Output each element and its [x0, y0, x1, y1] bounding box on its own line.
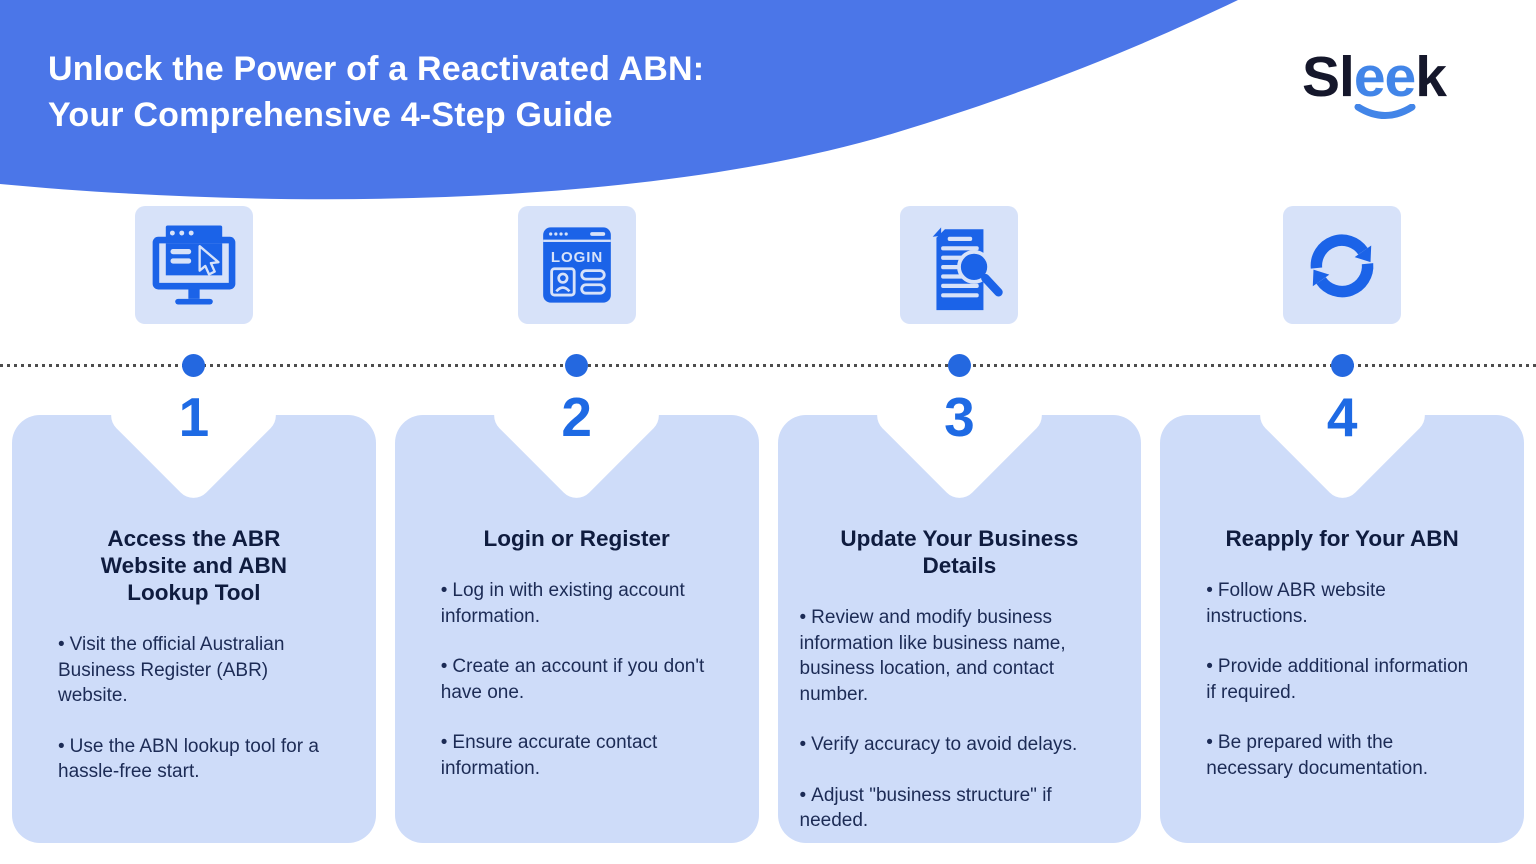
bullet-dot: •: [440, 732, 448, 753]
bullet-dot: •: [58, 634, 65, 655]
step-bullet: •Adjust "business structure" if needed.: [800, 783, 1120, 834]
step-bullet: •Log in with existing account informatio…: [441, 578, 713, 629]
page-title-line1: Unlock the Power of a Reactivated ABN:: [48, 50, 705, 88]
step-numbers-row: 1 2 3 4: [0, 390, 1536, 445]
step3-number: 3: [944, 386, 975, 448]
bullet-text: Adjust "business structure" if needed.: [799, 784, 1052, 832]
step4-title: Reapply for Your ABN: [1225, 526, 1459, 551]
bullet-text: Follow ABR website instructions.: [1206, 580, 1386, 627]
step-card-2: Login or Register •Log in with existing …: [394, 415, 759, 843]
step-bullet: •Create an account if you don't have one…: [441, 654, 713, 705]
document-search-icon: [933, 227, 1004, 311]
bullet-dot: •: [440, 580, 448, 601]
step-bullet: •Visit the official Australian Business …: [58, 632, 330, 709]
timeline-dot-1: [182, 354, 206, 377]
step4-number: 4: [1326, 386, 1358, 448]
logo-eyes: ee: [1353, 44, 1416, 119]
bullet-dot: •: [440, 656, 448, 677]
bullet-text: Provide additional information if requir…: [1206, 656, 1469, 703]
step-bullet: •Verify accuracy to avoid delays.: [800, 732, 1120, 758]
step-card-3: Update Your Business Details •Review and…: [777, 415, 1142, 843]
step-bullet: •Review and modify business information …: [800, 605, 1120, 707]
bullet-text: Create an account if you don't have one.: [440, 656, 705, 703]
step-bullet: •Provide additional information if requi…: [1206, 654, 1478, 705]
timeline-dotted-line: [0, 364, 1536, 367]
bullet-dot: •: [58, 735, 65, 757]
step-card-4: Reapply for Your ABN •Follow ABR website…: [1160, 415, 1524, 843]
step2-icon-tile: LOGIN: [517, 206, 636, 324]
logo-text-start: Sl: [1302, 45, 1355, 109]
timeline-dot-2: [565, 354, 589, 377]
timeline-dots-row: [0, 354, 1536, 377]
svg-text:LOGIN: LOGIN: [550, 249, 602, 266]
login-window-icon: LOGIN: [542, 227, 611, 303]
step4-body: •Follow ABR website instructions. •Provi…: [1160, 578, 1524, 781]
bullet-text: Use the ABN lookup tool for a hassle-fre…: [58, 735, 319, 783]
step-card-1: Access the ABR Website and ABN Lookup To…: [12, 415, 376, 843]
bullet-text: Verify accuracy to avoid delays.: [811, 734, 1078, 755]
refresh-icon: [1310, 234, 1374, 298]
step-bullet: •Be prepared with the necessary document…: [1206, 730, 1478, 781]
step1-icon-tile: [134, 206, 253, 324]
step1-number: 1: [178, 386, 210, 448]
step-bullet: •Use the ABN lookup tool for a hassle-fr…: [58, 734, 330, 785]
bullet-dot: •: [799, 734, 807, 755]
step4-icon-tile: [1283, 206, 1402, 324]
logo-text-ee: ee: [1353, 45, 1416, 109]
step2-body: •Log in with existing account informatio…: [395, 578, 759, 781]
bullet-dot: •: [799, 607, 807, 628]
step2-title: Login or Register: [483, 526, 670, 551]
bullet-text: Be prepared with the necessary documenta…: [1206, 732, 1429, 779]
bullet-text: Visit the official Australian Business R…: [58, 634, 285, 706]
step-cards-row: Access the ABR Website and ABN Lookup To…: [0, 415, 1536, 843]
step-bullet: •Follow ABR website instructions.: [1206, 578, 1478, 629]
bullet-dot: •: [1206, 732, 1213, 753]
page-title: Unlock the Power of a Reactivated ABN: Y…: [48, 46, 704, 138]
bullet-text: Log in with existing account information…: [440, 580, 685, 627]
step3-title: Update Your Business Details: [840, 526, 1079, 578]
bullet-dot: •: [1206, 580, 1213, 601]
bullet-text: Review and modify business information l…: [799, 607, 1066, 705]
step3-icon-tile: [900, 206, 1019, 324]
logo-smile-icon: [1354, 104, 1416, 119]
bullet-dot: •: [1206, 656, 1213, 677]
page-title-line2: Your Comprehensive 4-Step Guide: [48, 96, 613, 134]
timeline-dot-4: [1330, 354, 1354, 377]
bullet-dot: •: [799, 784, 807, 806]
browser-monitor-icon: [152, 225, 236, 305]
step1-title: Access the ABR Website and ABN Lookup To…: [100, 526, 288, 605]
step-bullet: •Ensure accurate contact information.: [441, 730, 713, 781]
timeline-dot-3: [947, 354, 971, 377]
step1-body: •Visit the official Australian Business …: [12, 632, 376, 785]
logo-text-end: k: [1415, 45, 1447, 109]
step3-body: •Review and modify business information …: [778, 605, 1142, 834]
step-icons-row: LOGIN: [0, 206, 1536, 324]
step2-number: 2: [561, 386, 592, 448]
bullet-text: Ensure accurate contact information.: [440, 732, 658, 779]
